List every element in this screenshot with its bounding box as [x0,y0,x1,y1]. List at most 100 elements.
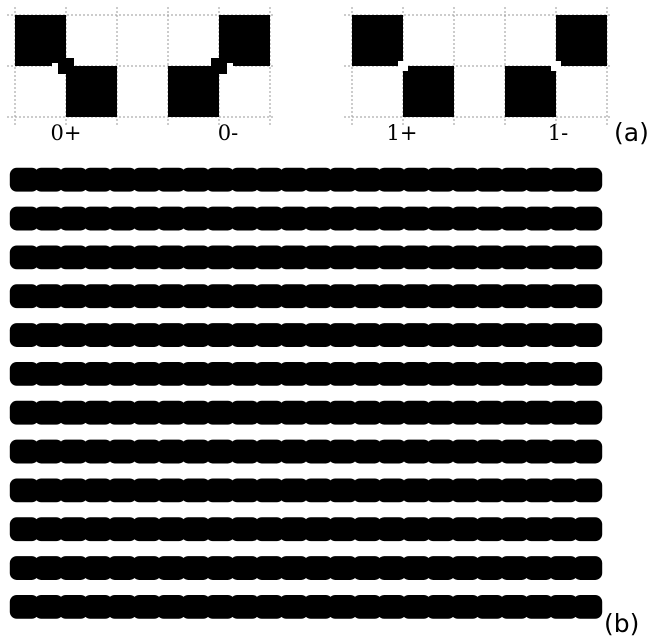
tile-label-1-plus: 1+ [387,121,418,145]
pattern-cell [205,439,235,464]
pattern-cell [548,245,578,270]
pattern-cell [524,517,554,542]
pattern-cell [83,284,113,309]
pattern-cell [279,245,309,270]
pattern-cell [499,206,529,231]
pattern-cell [573,517,603,542]
pattern-cell [352,478,382,503]
pattern-cell [58,206,88,231]
pattern-cell [328,323,358,347]
pattern-cell [279,517,309,542]
pattern-cell [279,556,309,580]
pattern-cell [254,594,284,619]
pattern-cell [279,400,309,425]
pattern-cell [58,245,88,270]
pattern-cell [254,439,284,464]
pattern-cell [401,439,431,464]
pattern-cell [303,439,333,464]
panel-a [7,7,611,125]
pattern-cell [254,167,284,192]
tile-cell [219,15,270,66]
tile-notch [52,63,58,69]
pattern-cell [132,400,162,425]
pattern-cell [499,478,529,503]
pattern-cell [34,284,64,309]
pattern-cell [377,517,407,542]
pattern-cell [303,245,333,270]
pattern-cell [377,439,407,464]
pattern-cell [475,323,505,347]
pattern-cell [279,167,309,192]
pattern-cell [132,167,162,192]
pattern-cell [107,556,137,580]
pattern-cell [181,361,211,386]
pattern-cell [181,167,211,192]
pattern-cell [9,361,39,386]
pattern-cell [548,361,578,386]
pattern-cell [573,478,603,503]
pattern-cell [156,206,186,231]
pattern-cell [524,206,554,231]
pattern-cell [9,167,39,192]
pattern-cell [573,284,603,309]
pattern-cell [377,478,407,503]
pattern-cell [475,245,505,270]
pattern-cell [230,361,260,386]
pattern-cell [279,478,309,503]
pattern-cell [279,206,309,231]
pattern-cell [426,167,456,192]
pattern-cell [573,206,603,231]
pattern-cell [328,361,358,386]
pattern-cell [450,517,480,542]
pattern-cell [328,478,358,503]
pattern-cell [328,245,358,270]
pattern-cell [205,206,235,231]
pattern-cell [34,245,64,270]
pattern-cell [83,167,113,192]
pattern-cell [573,361,603,386]
pattern-cell [401,517,431,542]
pattern-cell [205,245,235,270]
pattern-cell [58,594,88,619]
pattern-cell [377,284,407,309]
pattern-cell [181,556,211,580]
pattern-cell [9,323,39,347]
pattern-cell [230,517,260,542]
panel-b-pattern [9,167,603,619]
pattern-cell [426,206,456,231]
pattern-cell [83,245,113,270]
pattern-cell [352,439,382,464]
tile-connector [58,58,74,74]
pattern-cell [450,361,480,386]
pattern-cell [230,439,260,464]
pattern-cell [205,478,235,503]
pattern-cell [181,284,211,309]
tile-connector [211,58,227,74]
pattern-cell [83,361,113,386]
pattern-cell [524,167,554,192]
pattern-cell [499,245,529,270]
pattern-cell [499,323,529,347]
pattern-cell [328,206,358,231]
pattern-cell [107,206,137,231]
pattern-cell [450,478,480,503]
pattern-cell [254,361,284,386]
tile-0-minus [168,15,270,117]
pattern-cell [181,478,211,503]
pattern-cell [156,400,186,425]
pattern-cell [573,400,603,425]
pattern-cell [205,556,235,580]
pattern-cell [524,556,554,580]
pattern-cell [303,167,333,192]
pattern-cell [83,206,113,231]
pattern-cell [303,284,333,309]
pattern-cell [426,284,456,309]
pattern-cell [377,556,407,580]
pattern-cell [156,556,186,580]
pattern-cell [9,439,39,464]
pattern-cell [205,361,235,386]
pattern-cell [107,400,137,425]
pattern-cell [156,478,186,503]
pattern-cell [548,400,578,425]
